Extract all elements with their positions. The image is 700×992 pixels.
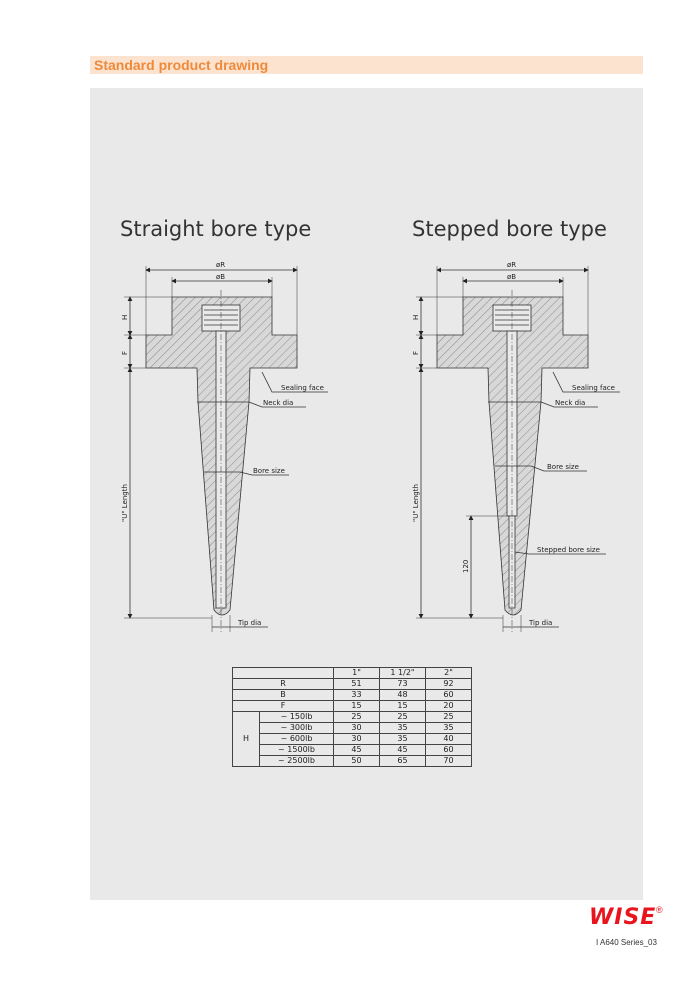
dim-f-stepped: F xyxy=(412,351,420,355)
table-cell: 48 xyxy=(379,689,426,701)
label-neck-dia-straight: Neck dia xyxy=(263,399,293,407)
label-stepped-bore-size: Stepped bore size xyxy=(537,546,600,554)
dim-h-stepped: H xyxy=(412,315,420,320)
table-cell: 60 xyxy=(425,689,472,701)
label-tip-dia-straight: Tip dia xyxy=(237,619,261,627)
dim-u-length-straight: "U" Length xyxy=(121,484,129,522)
dim-b-stepped: øB xyxy=(507,273,516,281)
table-row: R 51 73 92 xyxy=(232,678,472,690)
table-cell: 45 xyxy=(379,744,426,756)
table-cell: 40 xyxy=(425,733,472,745)
table-cell: 15 xyxy=(379,700,426,712)
dim-step-120: 120 xyxy=(462,560,470,573)
drawing-title-straight: Straight bore type xyxy=(120,217,311,241)
table-header: 2" xyxy=(425,667,472,679)
table-cell: 60 xyxy=(425,744,472,756)
row-label: F xyxy=(232,700,334,712)
straight-bore-drawing xyxy=(124,266,328,632)
label-bore-size-stepped: Bore size xyxy=(547,463,579,471)
table-cell: 30 xyxy=(333,733,380,745)
label-neck-dia-stepped: Neck dia xyxy=(555,399,585,407)
wise-logo: WISE xyxy=(589,905,655,931)
dim-r-straight: øR xyxy=(216,261,225,269)
table-header: 1" xyxy=(333,667,380,679)
table-row: ~ 1500lb 45 45 60 xyxy=(233,744,472,756)
table-cell: 15 xyxy=(333,700,380,712)
section-title: Standard product drawing xyxy=(94,57,269,73)
table-cell: 25 xyxy=(425,711,472,723)
label-tip-dia-stepped: Tip dia xyxy=(528,619,552,627)
table-cell: 20 xyxy=(425,700,472,712)
table-cell: 65 xyxy=(379,755,426,767)
row-label: ~ 2500lb xyxy=(259,755,334,767)
table-cell: 25 xyxy=(379,711,426,723)
table-cell: 35 xyxy=(379,733,426,745)
table-cell: 92 xyxy=(425,678,472,690)
label-sealing-face-straight: Sealing face xyxy=(281,384,324,392)
dimension-table: 1" 1 1/2" 2" R 51 73 92 B 33 48 60 F 15 … xyxy=(232,667,472,767)
registered-mark: ® xyxy=(656,905,663,915)
section-header: Standard product drawing xyxy=(90,56,643,74)
row-label: ~ 150lb xyxy=(259,711,334,723)
dim-h-straight: H xyxy=(121,315,129,320)
dim-f-straight: F xyxy=(121,351,129,355)
table-header-row: 1" 1 1/2" 2" xyxy=(232,667,472,679)
table-cell: 35 xyxy=(425,722,472,734)
drawing-title-stepped: Stepped bore type xyxy=(412,217,607,241)
table-cell: 51 xyxy=(333,678,380,690)
dim-b-straight: øB xyxy=(216,273,225,281)
row-label: B xyxy=(232,689,334,701)
table-row: ~ 300lb 30 35 35 xyxy=(233,722,472,734)
row-label: ~ 600lb xyxy=(259,733,334,745)
label-bore-size-straight: Bore size xyxy=(253,467,285,475)
row-label: ~ 1500lb xyxy=(259,744,334,756)
table-header: 1 1/2" xyxy=(379,667,426,679)
table-row: B 33 48 60 xyxy=(232,689,472,701)
logo-text: WISE xyxy=(589,905,657,930)
row-label: R xyxy=(232,678,334,690)
table-cell: 30 xyxy=(333,722,380,734)
table-cell: 50 xyxy=(333,755,380,767)
dim-u-length-stepped: "U" Length xyxy=(412,484,420,522)
stepped-bore-drawing xyxy=(416,266,620,632)
table-cell: 33 xyxy=(333,689,380,701)
dim-r-stepped: øR xyxy=(507,261,516,269)
table-cell: 25 xyxy=(333,711,380,723)
table-row: F 15 15 20 xyxy=(232,700,472,712)
table-cell: 35 xyxy=(379,722,426,734)
table-corner xyxy=(232,667,334,679)
table-cell: 73 xyxy=(379,678,426,690)
table-cell: 70 xyxy=(425,755,472,767)
table-cell: 45 xyxy=(333,744,380,756)
label-sealing-face-stepped: Sealing face xyxy=(572,384,615,392)
table-row: ~ 2500lb 50 65 70 xyxy=(233,755,472,767)
row-label: ~ 300lb xyxy=(259,722,334,734)
page-reference: I A640 Series_03 xyxy=(596,938,657,947)
table-row: H ~ 150lb 25 25 25 xyxy=(232,711,472,767)
group-label: H xyxy=(232,711,260,767)
table-row: ~ 600lb 30 35 40 xyxy=(233,733,472,745)
